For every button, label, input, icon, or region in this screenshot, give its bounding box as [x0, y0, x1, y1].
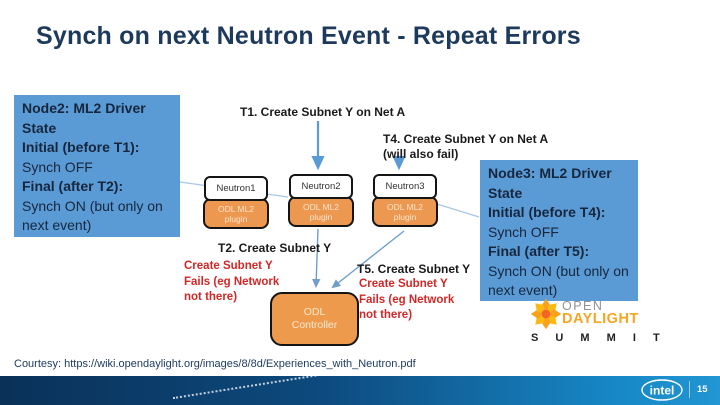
- slide-title: Synch on next Neutron Event - Repeat Err…: [36, 22, 581, 50]
- page-number: 15: [697, 384, 708, 395]
- opendaylight-star-icon: [530, 298, 562, 330]
- neutron1-stack: Neutron1 ODL ML2 plugin: [203, 176, 269, 229]
- opendaylight-summit-logo: OPEN DAYLIGHT S U M M I T: [529, 296, 660, 348]
- odl-controller-box: ODL Controller: [270, 292, 359, 346]
- t2-arrow: [312, 228, 321, 289]
- footer-band: [0, 376, 720, 405]
- neutron3-plugin-box: ODL ML2 plugin: [372, 196, 438, 227]
- node3-initial-label: Initial (before T4):: [488, 204, 606, 220]
- node3-final-value: Synch ON (but only on next event): [488, 262, 629, 299]
- event-t2-label: T2. Create Subnet Y: [218, 241, 332, 255]
- node2-state-box: Node2: ML2 Driver State Initial (before …: [14, 95, 180, 237]
- fail-message-left: Create Subnet Y Fails (eg Network not th…: [184, 260, 280, 303]
- odl-logo-summit-text: S U M M I T: [531, 332, 667, 344]
- node3-state-box: Node3: ML2 Driver State Initial (before …: [480, 160, 638, 301]
- neutron1-plugin-box: ODL ML2 plugin: [203, 198, 269, 229]
- node2-initial-label: Initial (before T1):: [22, 139, 140, 155]
- neutron1-box: Neutron1: [204, 176, 268, 201]
- node2-final-value: Synch ON (but only on next event): [22, 197, 163, 234]
- odl-logo-open-text: OPEN: [562, 299, 604, 313]
- intel-logo: intel: [641, 379, 683, 401]
- node2-title: Node2: ML2 Driver State: [22, 100, 146, 136]
- neutron2-stack: Neutron2 ODL ML2 plugin: [288, 174, 354, 227]
- courtesy-citation: Courtesy: https://wiki.opendaylight.org/…: [14, 358, 416, 370]
- neutron2-box: Neutron2: [289, 174, 353, 199]
- node3-title: Node3: ML2 Driver State: [488, 165, 612, 201]
- fail-message-right: Create Subnet Y Fails (eg Network not th…: [359, 278, 455, 321]
- odl-logo-daylight-text: DAYLIGHT: [562, 311, 639, 327]
- event-t1-label: T1. Create Subnet Y on Net A: [240, 105, 406, 119]
- intel-logo-text: intel: [650, 384, 675, 398]
- node2-initial-value: Synch OFF: [22, 158, 93, 175]
- footer-divider: [689, 381, 690, 398]
- neutron3-stack: Neutron3 ODL ML2 plugin: [372, 174, 438, 227]
- event-t4-label: T4. Create Subnet Y on Net A (will also …: [383, 132, 548, 161]
- neutron2-plugin-box: ODL ML2 plugin: [288, 196, 354, 227]
- event-t5-label: T5. Create Subnet Y: [357, 262, 471, 276]
- node3-callout-line: [436, 203, 480, 218]
- node3-initial-value: Synch OFF: [488, 223, 559, 240]
- neutron3-box: Neutron3: [373, 174, 437, 199]
- node3-final-label: Final (after T5):: [488, 243, 590, 259]
- node2-final-label: Final (after T2):: [22, 178, 124, 194]
